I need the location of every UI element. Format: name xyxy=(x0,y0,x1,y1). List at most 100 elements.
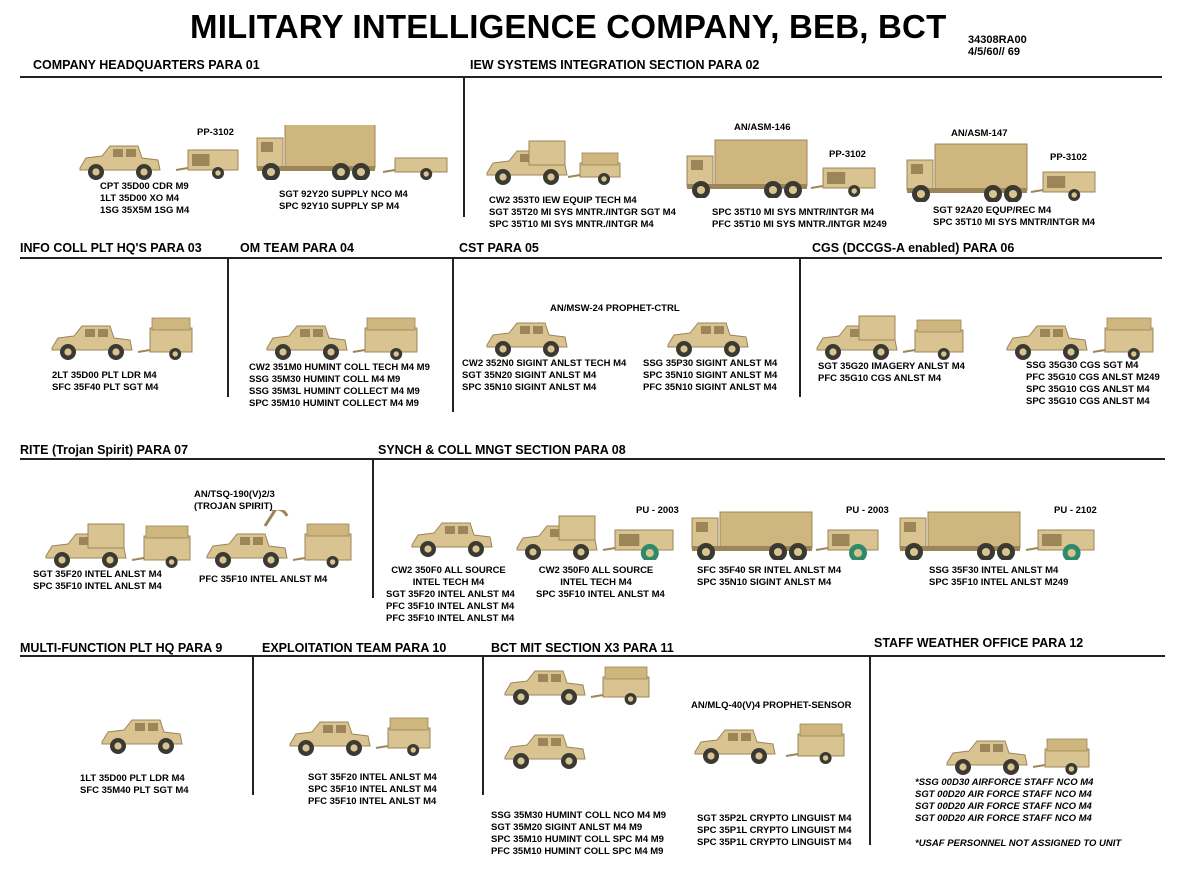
personnel-line: SGT 92Y20 SUPPLY NCO M4 xyxy=(279,189,408,201)
header-para-02: IEW SYSTEMS INTEGRATION SECTION PARA 02 xyxy=(470,58,759,72)
header-para-05: CST PARA 05 xyxy=(459,241,539,255)
personnel-line: CW2 352N0 SIGINT ANLST TECH M4 xyxy=(462,358,626,370)
vehicle-icon xyxy=(666,312,756,357)
personnel-line: INTEL TECH M4 xyxy=(536,577,656,589)
personnel-list: SGT 35F20 INTEL ANLST M4 SPC 35F10 INTEL… xyxy=(33,569,162,593)
personnel-line: SSG 35G30 CGS SGT M4 xyxy=(1026,360,1160,372)
header-para-07: RITE (Trojan Spirit) PARA 07 xyxy=(20,443,188,457)
personnel-line: PFC 35M10 HUMINT COLL SPC M4 M9 xyxy=(491,846,666,858)
page-title: MILITARY INTELLIGENCE COMPANY, BEB, BCT xyxy=(190,8,946,46)
header-para-08: SYNCH & COLL MNGT SECTION PARA 08 xyxy=(378,443,626,457)
vehicle-icon xyxy=(50,305,200,360)
vehicle-icon xyxy=(485,140,625,185)
vehicle-icon xyxy=(44,518,194,568)
vehicle-icon xyxy=(205,510,355,568)
personnel-list: *SSG 00D30 AIRFORCE STAFF NCO M4 SGT 00D… xyxy=(915,777,1093,825)
usaf-footnote: *USAF PERSONNEL NOT ASSIGNED TO UNIT xyxy=(915,838,1121,850)
personnel-list: CPT 35D00 CDR M9 1LT 35D00 XO M4 1SG 35X… xyxy=(100,181,189,217)
personnel-line: CW2 350F0 ALL SOURCE xyxy=(386,565,511,577)
personnel-line: SPC 35G10 CGS ANLST M4 xyxy=(1026,384,1160,396)
row-3-rule xyxy=(20,458,1165,460)
personnel-line: 2LT 35D00 PLT LDR M4 xyxy=(52,370,158,382)
personnel-line: SPC 92Y10 SUPPLY SP M4 xyxy=(279,201,408,213)
row-4-rule xyxy=(20,655,1165,657)
divider-p03-p04 xyxy=(227,257,229,397)
prophet-sensor-label: AN/MLQ-40(V)4 PROPHET-SENSOR xyxy=(691,700,851,711)
personnel-line: SSG 35F30 INTEL ANLST M4 xyxy=(929,565,1068,577)
vehicle-icon xyxy=(693,714,853,764)
personnel-line: 1LT 35D00 XO M4 xyxy=(100,193,189,205)
vehicle-icon xyxy=(685,133,885,198)
personnel-line: SGT 35F20 INTEL ANLST M4 xyxy=(33,569,162,581)
personnel-line: SPC 35F10 INTEL ANLST M249 xyxy=(929,577,1068,589)
header-para-12: STAFF WEATHER OFFICE PARA 12 xyxy=(874,636,1083,650)
personnel-list: SGT 35G20 IMAGERY ANLST M4 PFC 35G10 CGS… xyxy=(818,361,965,385)
divider-p01-p02 xyxy=(463,76,465,217)
personnel-line: SGT 92A20 EQUP/REC M4 xyxy=(933,205,1095,217)
header-para-01: COMPANY HEADQUARTERS PARA 01 xyxy=(33,58,260,72)
personnel-line: PFC 35F10 INTEL ANLST M4 xyxy=(199,574,327,586)
vehicle-icon xyxy=(898,500,1098,560)
vehicle-icon xyxy=(905,137,1105,202)
personnel-list: CW2 351M0 HUMINT COLL TECH M4 M9 SSG 35M… xyxy=(249,362,430,410)
personnel-list: 1LT 35D00 PLT LDR M4 SFC 35M40 PLT SGT M… xyxy=(80,773,189,797)
vehicle-icon xyxy=(503,729,593,769)
divider-p05-p06 xyxy=(799,257,801,397)
personnel-line: CPT 35D00 CDR M9 xyxy=(100,181,189,193)
personnel-list: CW2 352N0 SIGINT ANLST TECH M4 SGT 35N20… xyxy=(462,358,626,394)
personnel-line: SGT 00D20 AIR FORCE STAFF NCO M4 xyxy=(915,813,1093,825)
personnel-line: SPC 35N10 SIGINT ANLST M4 xyxy=(462,382,626,394)
personnel-line: PFC 35F10 INTEL ANLST M4 xyxy=(308,796,437,808)
divider-p04-p05 xyxy=(452,257,454,412)
personnel-line: SPC 35F10 INTEL ANLST M4 xyxy=(33,581,162,593)
personnel-line: PFC 35F10 INTEL ANLST M4 xyxy=(386,613,515,625)
personnel-line: SPC 35N10 SIGINT ANLST M4 xyxy=(697,577,841,589)
vehicle-icon xyxy=(690,500,880,560)
trojan-spirit-label: AN/TSQ-190(V)2/3 xyxy=(194,489,275,500)
vehicle-icon xyxy=(815,305,970,360)
personnel-line: SPC 35T10 MI SYS MNTR/INTGR M4 xyxy=(712,207,887,219)
vehicle-icon xyxy=(100,712,190,754)
vehicle-icon xyxy=(78,130,248,180)
personnel-line: INTEL TECH M4 xyxy=(386,577,511,589)
personnel-line: SPC 35N10 SIGINT ANLST M4 xyxy=(643,370,777,382)
vehicle-icon xyxy=(515,513,680,560)
personnel-line: CW2 351M0 HUMINT COLL TECH M4 M9 xyxy=(249,362,430,374)
personnel-line: SGT 35N20 SIGINT ANLST M4 xyxy=(462,370,626,382)
personnel-list: SSG 35F30 INTEL ANLST M4 SPC 35F10 INTEL… xyxy=(929,565,1068,589)
vehicle-icon xyxy=(410,515,500,557)
document-code: 34308RA00 xyxy=(968,34,1027,46)
vehicle-icon xyxy=(265,305,435,360)
personnel-list: SSG 35P30 SIGINT ANLST M4 SPC 35N10 SIGI… xyxy=(643,358,777,394)
personnel-line: SGT 00D20 AIR FORCE STAFF NCO M4 xyxy=(915,801,1093,813)
personnel-line: SPC 35M10 HUMINT COLLECT M4 M9 xyxy=(249,398,430,410)
personnel-list: SPC 35T10 MI SYS MNTR/INTGR M4 PFC 35T10… xyxy=(712,207,887,231)
personnel-line: SPC 35P1L CRYPTO LINGUIST M4 xyxy=(697,837,852,849)
personnel-line: SFC 35F40 SR INTEL ANLST M4 xyxy=(697,565,841,577)
personnel-list: SGT 35P2L CRYPTO LINGUIST M4 SPC 35P1L C… xyxy=(697,813,852,849)
personnel-line: SPC 35G10 CGS ANLST M4 xyxy=(1026,396,1160,408)
personnel-line: 1LT 35D00 PLT LDR M4 xyxy=(80,773,189,785)
personnel-line: *SSG 00D30 AIRFORCE STAFF NCO M4 xyxy=(915,777,1093,789)
vehicle-icon xyxy=(288,708,438,756)
personnel-list: SSG 35M30 HUMINT COLL NCO M4 M9 SGT 35M2… xyxy=(491,810,666,858)
personnel-line: PFC 35G10 CGS ANLST M249 xyxy=(1026,372,1160,384)
personnel-line: PFC 35T10 MI SYS MNTR./INTGR M249 xyxy=(712,219,887,231)
personnel-line: SPC 35T10 MI SYS MNTR/INTGR M4 xyxy=(933,217,1095,229)
personnel-line: SGT 35F20 INTEL ANLST M4 xyxy=(386,589,515,601)
personnel-line: SGT 35F20 INTEL ANLST M4 xyxy=(308,772,437,784)
personnel-line: CW2 353T0 IEW EQUIP TECH M4 xyxy=(489,195,676,207)
personnel-line: SPC 35T10 MI SYS MNTR./INTGR M4 xyxy=(489,219,676,231)
divider-p09-p10 xyxy=(252,655,254,795)
personnel-line: SPC 35M10 HUMINT COLL SPC M4 M9 xyxy=(491,834,666,846)
row-2-rule xyxy=(20,257,1162,259)
personnel-line: SPC 35F10 INTEL ANLST M4 xyxy=(308,784,437,796)
an-asm-146-label: AN/ASM-146 xyxy=(734,122,791,133)
header-para-09: MULTI-FUNCTION PLT HQ PARA 9 xyxy=(20,641,222,655)
personnel-line: SGT 35G20 IMAGERY ANLST M4 xyxy=(818,361,965,373)
header-para-11: BCT MIT SECTION X3 PARA 11 xyxy=(491,641,674,655)
personnel-line: SGT 35M20 SIGINT ANLST M4 M9 xyxy=(491,822,666,834)
personnel-line: SGT 35T20 MI SYS MNTR./INTGR SGT M4 xyxy=(489,207,676,219)
divider-p07-p08 xyxy=(372,458,374,598)
personnel-line: 1SG 35X5M 1SG M4 xyxy=(100,205,189,217)
